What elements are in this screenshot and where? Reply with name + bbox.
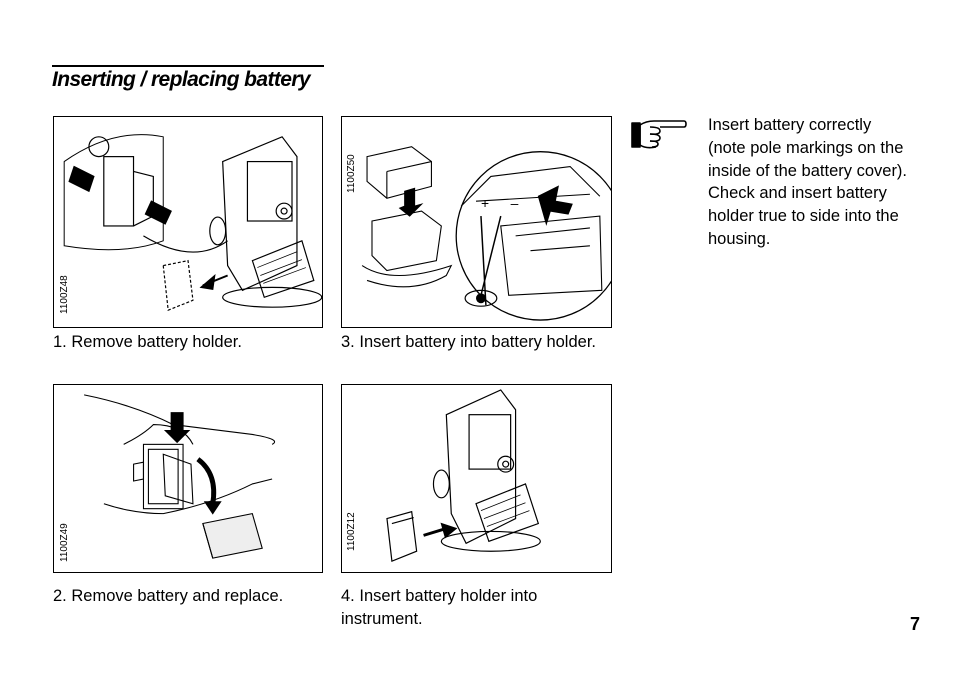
pole-mark-plus: + [481,195,489,211]
caption-step-3: 3. Insert battery into battery holder. [341,331,612,354]
caption-text: Remove battery holder. [71,333,242,351]
section-title: Inserting / replacing battery [52,68,311,91]
caption-number: 2. [53,587,67,605]
figure-code: 1100Z12 [346,512,357,551]
pole-mark-minus: – [511,195,519,211]
figure-code: 1100Z48 [59,275,70,314]
illustration-battery-into-holder: + – [361,146,611,321]
caption-number: 1. [53,333,67,351]
caption-text: Insert battery holder into instrument. [341,587,538,628]
caption-number: 3. [341,333,355,351]
illustration-holder-into-instrument [386,389,541,562]
title-rule [52,65,324,67]
caption-text: Remove battery and replace. [71,587,284,605]
figure-remove-battery: 1100Z49 [53,384,323,573]
caption-step-1: 1. Remove battery holder. [53,331,323,354]
page-number: 7 [910,614,921,634]
figure-code: 1100Z50 [346,154,357,193]
caption-step-2: 2. Remove battery and replace. [53,585,323,608]
caption-number: 4. [341,587,355,605]
pointing-hand-icon [630,117,688,151]
caption-text: Insert battery into battery holder. [359,333,596,351]
figure-insert-battery: + – 1100Z50 [341,116,612,328]
caption-step-4: 4. Insert battery holder into instrument… [341,585,612,631]
figure-insert-holder: 1100Z12 [341,384,612,573]
eye-icon [464,289,498,307]
illustration-hands-replace-battery [84,394,276,559]
figure-code: 1100Z49 [59,523,70,562]
illustration-instrument-remove-holder [63,134,322,312]
figure-remove-battery-holder: 1100Z48 [53,116,323,328]
note-text: Insert battery correctly (note pole mark… [708,116,908,248]
